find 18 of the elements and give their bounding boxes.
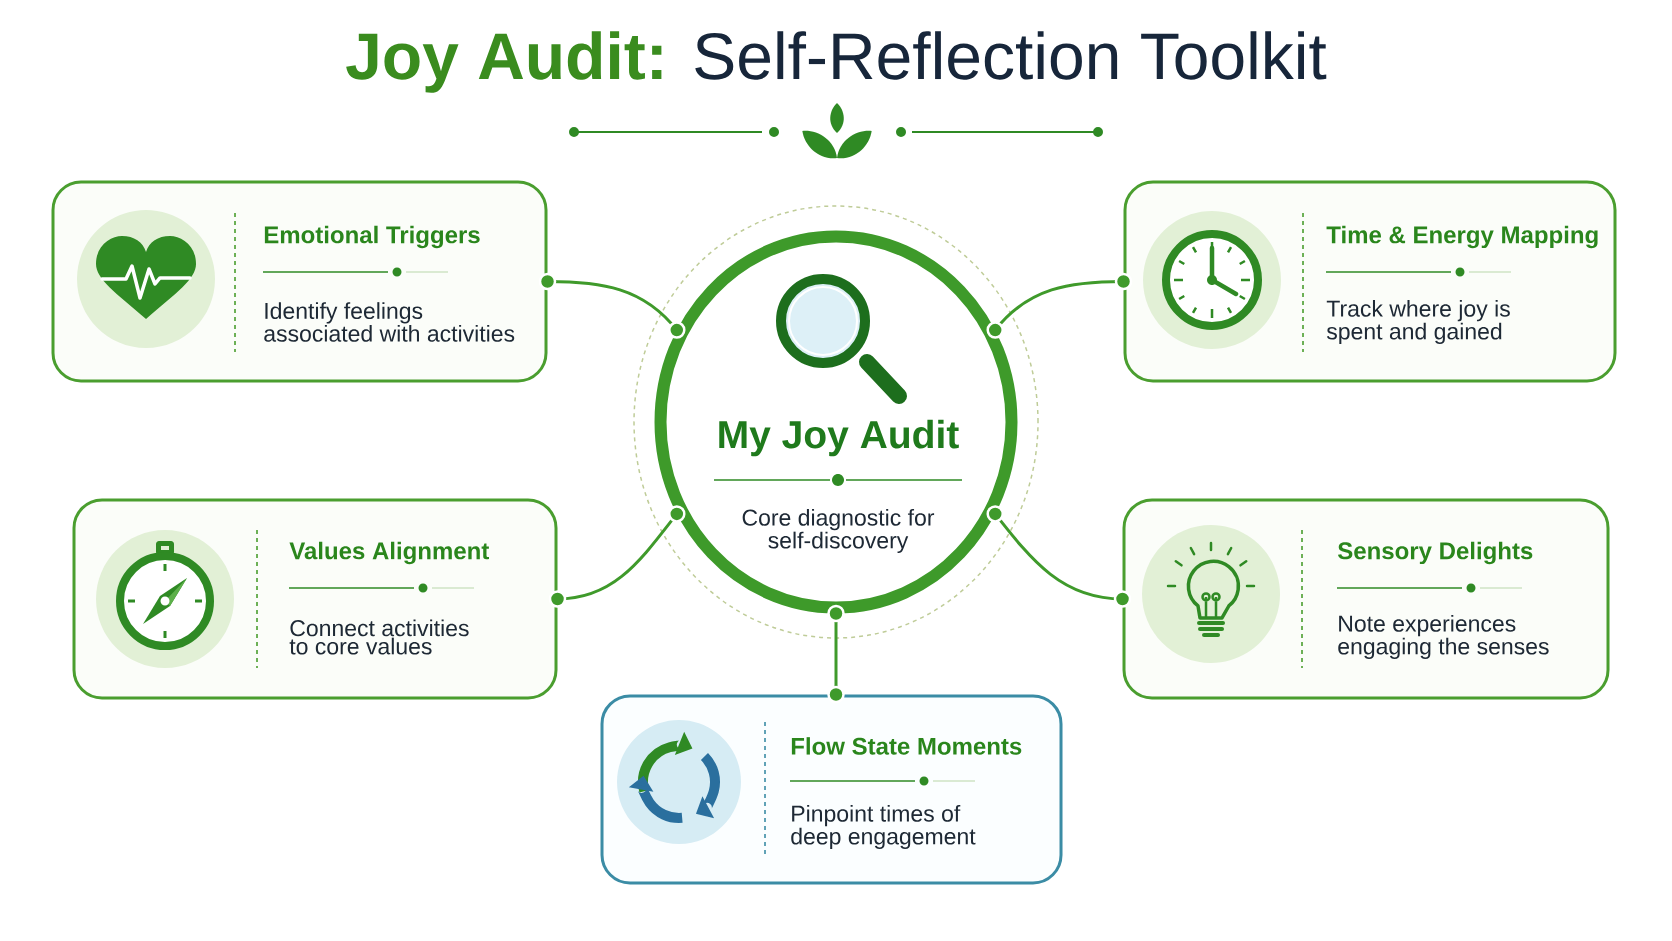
card-title: Flow State Moments — [791, 737, 1022, 755]
connector — [986, 505, 1132, 608]
card-text: Identify feelings associated with activities — [264, 302, 515, 342]
card-title: Sensory Delights — [1337, 541, 1533, 565]
card-text: Note experiences engaging the senses — [1338, 614, 1549, 660]
card-title: Values Alignment — [289, 541, 489, 565]
connector — [538, 272, 686, 339]
card-text: Connect activities to core values — [289, 619, 469, 655]
connector — [986, 272, 1133, 339]
connector — [548, 505, 686, 608]
card-text: Track where joy is spent and gained — [1326, 299, 1510, 345]
connector — [827, 604, 845, 704]
card-title: Time & Energy Mapping — [1326, 225, 1598, 249]
card-title: Emotional Triggers — [264, 225, 480, 249]
title: Joy Audit: Self-Reflection Toolkit — [346, 31, 1327, 93]
card-text: Pinpoint times of deep engagement — [791, 804, 976, 850]
center-title: My Joy Audit — [719, 419, 959, 457]
center-text: Core diagnostic for self-discovery — [742, 508, 935, 554]
